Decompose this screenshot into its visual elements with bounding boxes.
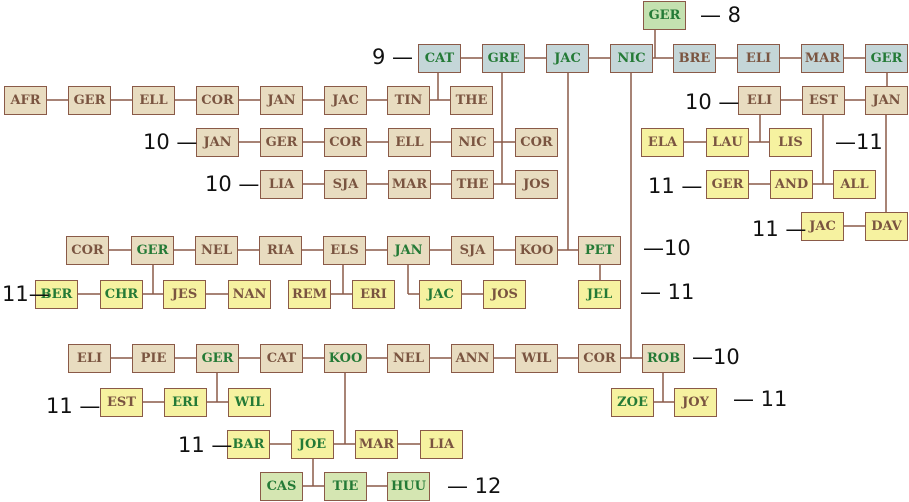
person-node-lia[interactable]: LIA	[420, 430, 463, 459]
person-node-pet[interactable]: PET	[578, 236, 621, 265]
person-node-ber[interactable]: BER	[35, 280, 78, 309]
person-node-mar[interactable]: MAR	[801, 44, 844, 73]
person-node-gre[interactable]: GRE	[482, 44, 525, 73]
person-node-mar[interactable]: MAR	[355, 430, 398, 459]
person-node-jes[interactable]: JES	[163, 280, 206, 309]
person-node-rob[interactable]: ROB	[642, 344, 685, 373]
person-node-cas[interactable]: CAS	[260, 472, 303, 501]
person-node-ria[interactable]: RIA	[259, 236, 302, 265]
person-node-joy[interactable]: JOY	[674, 388, 717, 417]
generation-label: 10 —	[205, 172, 260, 196]
person-node-koo[interactable]: KOO	[324, 344, 367, 373]
person-node-est[interactable]: EST	[802, 86, 845, 115]
person-node-nel[interactable]: NEL	[387, 344, 430, 373]
person-node-zoe[interactable]: ZOE	[611, 388, 654, 417]
person-node-and[interactable]: AND	[770, 170, 813, 199]
person-node-koo[interactable]: KOO	[515, 236, 558, 265]
person-node-ell[interactable]: ELL	[388, 128, 431, 157]
person-node-nel[interactable]: NEL	[195, 236, 238, 265]
person-node-ger[interactable]: GER	[68, 86, 111, 115]
generation-label: 11 —	[752, 217, 807, 241]
generation-label: 11 —	[46, 394, 101, 418]
person-node-est[interactable]: EST	[100, 388, 143, 417]
generation-label: 10 —	[143, 130, 198, 154]
person-node-ger[interactable]: GER	[196, 344, 239, 373]
person-node-tin[interactable]: TIN	[387, 86, 430, 115]
person-node-ger[interactable]: GER	[260, 128, 303, 157]
person-node-dav[interactable]: DAV	[865, 212, 908, 241]
person-node-jos[interactable]: JOS	[515, 170, 558, 199]
person-node-jac[interactable]: JAC	[324, 86, 367, 115]
person-node-eri[interactable]: ERI	[164, 388, 207, 417]
person-node-jos[interactable]: JOS	[483, 280, 526, 309]
person-node-jan[interactable]: JAN	[196, 128, 239, 157]
person-node-ell[interactable]: ELL	[132, 86, 175, 115]
generation-label: 9 —	[372, 45, 414, 69]
person-node-the[interactable]: THE	[451, 170, 494, 199]
person-node-jan[interactable]: JAN	[260, 86, 303, 115]
person-node-jan[interactable]: JAN	[387, 236, 430, 265]
generation-label: —11	[835, 130, 883, 154]
person-node-cor[interactable]: COR	[578, 344, 621, 373]
person-node-the[interactable]: THE	[450, 86, 493, 115]
person-node-lis[interactable]: LIS	[769, 128, 812, 157]
person-node-wil[interactable]: WIL	[515, 344, 558, 373]
person-node-jan[interactable]: JAN	[865, 86, 908, 115]
person-node-all[interactable]: ALL	[833, 170, 876, 199]
person-node-tie[interactable]: TIE	[324, 472, 367, 501]
person-node-nic[interactable]: NIC	[451, 128, 494, 157]
person-node-ger[interactable]: GER	[131, 236, 174, 265]
generation-label: 11 —	[178, 433, 233, 457]
person-node-eli[interactable]: ELI	[68, 344, 111, 373]
person-node-afr[interactable]: AFR	[4, 86, 47, 115]
person-node-bar[interactable]: BAR	[227, 430, 270, 459]
person-node-pie[interactable]: PIE	[132, 344, 175, 373]
person-node-lau[interactable]: LAU	[706, 128, 749, 157]
generation-label: — 11	[733, 387, 788, 411]
person-node-cor[interactable]: COR	[66, 236, 109, 265]
person-node-nic[interactable]: NIC	[610, 44, 653, 73]
person-node-lia[interactable]: LIA	[260, 170, 303, 199]
generation-label: —10	[692, 345, 740, 369]
person-node-wil[interactable]: WIL	[228, 388, 271, 417]
person-node-cat[interactable]: CAT	[260, 344, 303, 373]
generation-label: — 12	[447, 474, 502, 498]
person-node-jac[interactable]: JAC	[546, 44, 589, 73]
generation-label: — 8	[700, 3, 742, 27]
generation-label: — 11	[640, 280, 695, 304]
person-node-ger[interactable]: GER	[643, 1, 686, 30]
person-node-cor[interactable]: COR	[515, 128, 558, 157]
person-node-sja[interactable]: SJA	[324, 170, 367, 199]
person-node-jac[interactable]: JAC	[801, 212, 844, 241]
person-node-ann[interactable]: ANN	[451, 344, 494, 373]
person-node-cor[interactable]: COR	[324, 128, 367, 157]
person-node-chr[interactable]: CHR	[100, 280, 143, 309]
person-node-sja[interactable]: SJA	[451, 236, 494, 265]
person-node-joe[interactable]: JOE	[291, 430, 334, 459]
person-node-huu[interactable]: HUU	[387, 472, 430, 501]
person-node-jac[interactable]: JAC	[419, 280, 462, 309]
person-node-jel[interactable]: JEL	[578, 280, 621, 309]
person-node-cor[interactable]: COR	[196, 86, 239, 115]
person-node-eli[interactable]: ELI	[737, 44, 780, 73]
generation-label: 10 —	[685, 90, 740, 114]
person-node-els[interactable]: ELS	[323, 236, 366, 265]
person-node-nan[interactable]: NAN	[228, 280, 271, 309]
generation-label: 11 —	[648, 174, 703, 198]
generation-label: —10	[643, 236, 691, 260]
person-node-cat[interactable]: CAT	[418, 44, 461, 73]
person-node-ela[interactable]: ELA	[641, 128, 684, 157]
person-node-eli[interactable]: ELI	[738, 86, 781, 115]
person-node-rem[interactable]: REM	[288, 280, 331, 309]
generation-label: 11—	[2, 282, 50, 306]
person-node-mar[interactable]: MAR	[388, 170, 431, 199]
person-node-bre[interactable]: BRE	[673, 44, 716, 73]
person-node-eri[interactable]: ERI	[352, 280, 395, 309]
person-node-ger[interactable]: GER	[865, 44, 908, 73]
person-node-ger[interactable]: GER	[706, 170, 749, 199]
